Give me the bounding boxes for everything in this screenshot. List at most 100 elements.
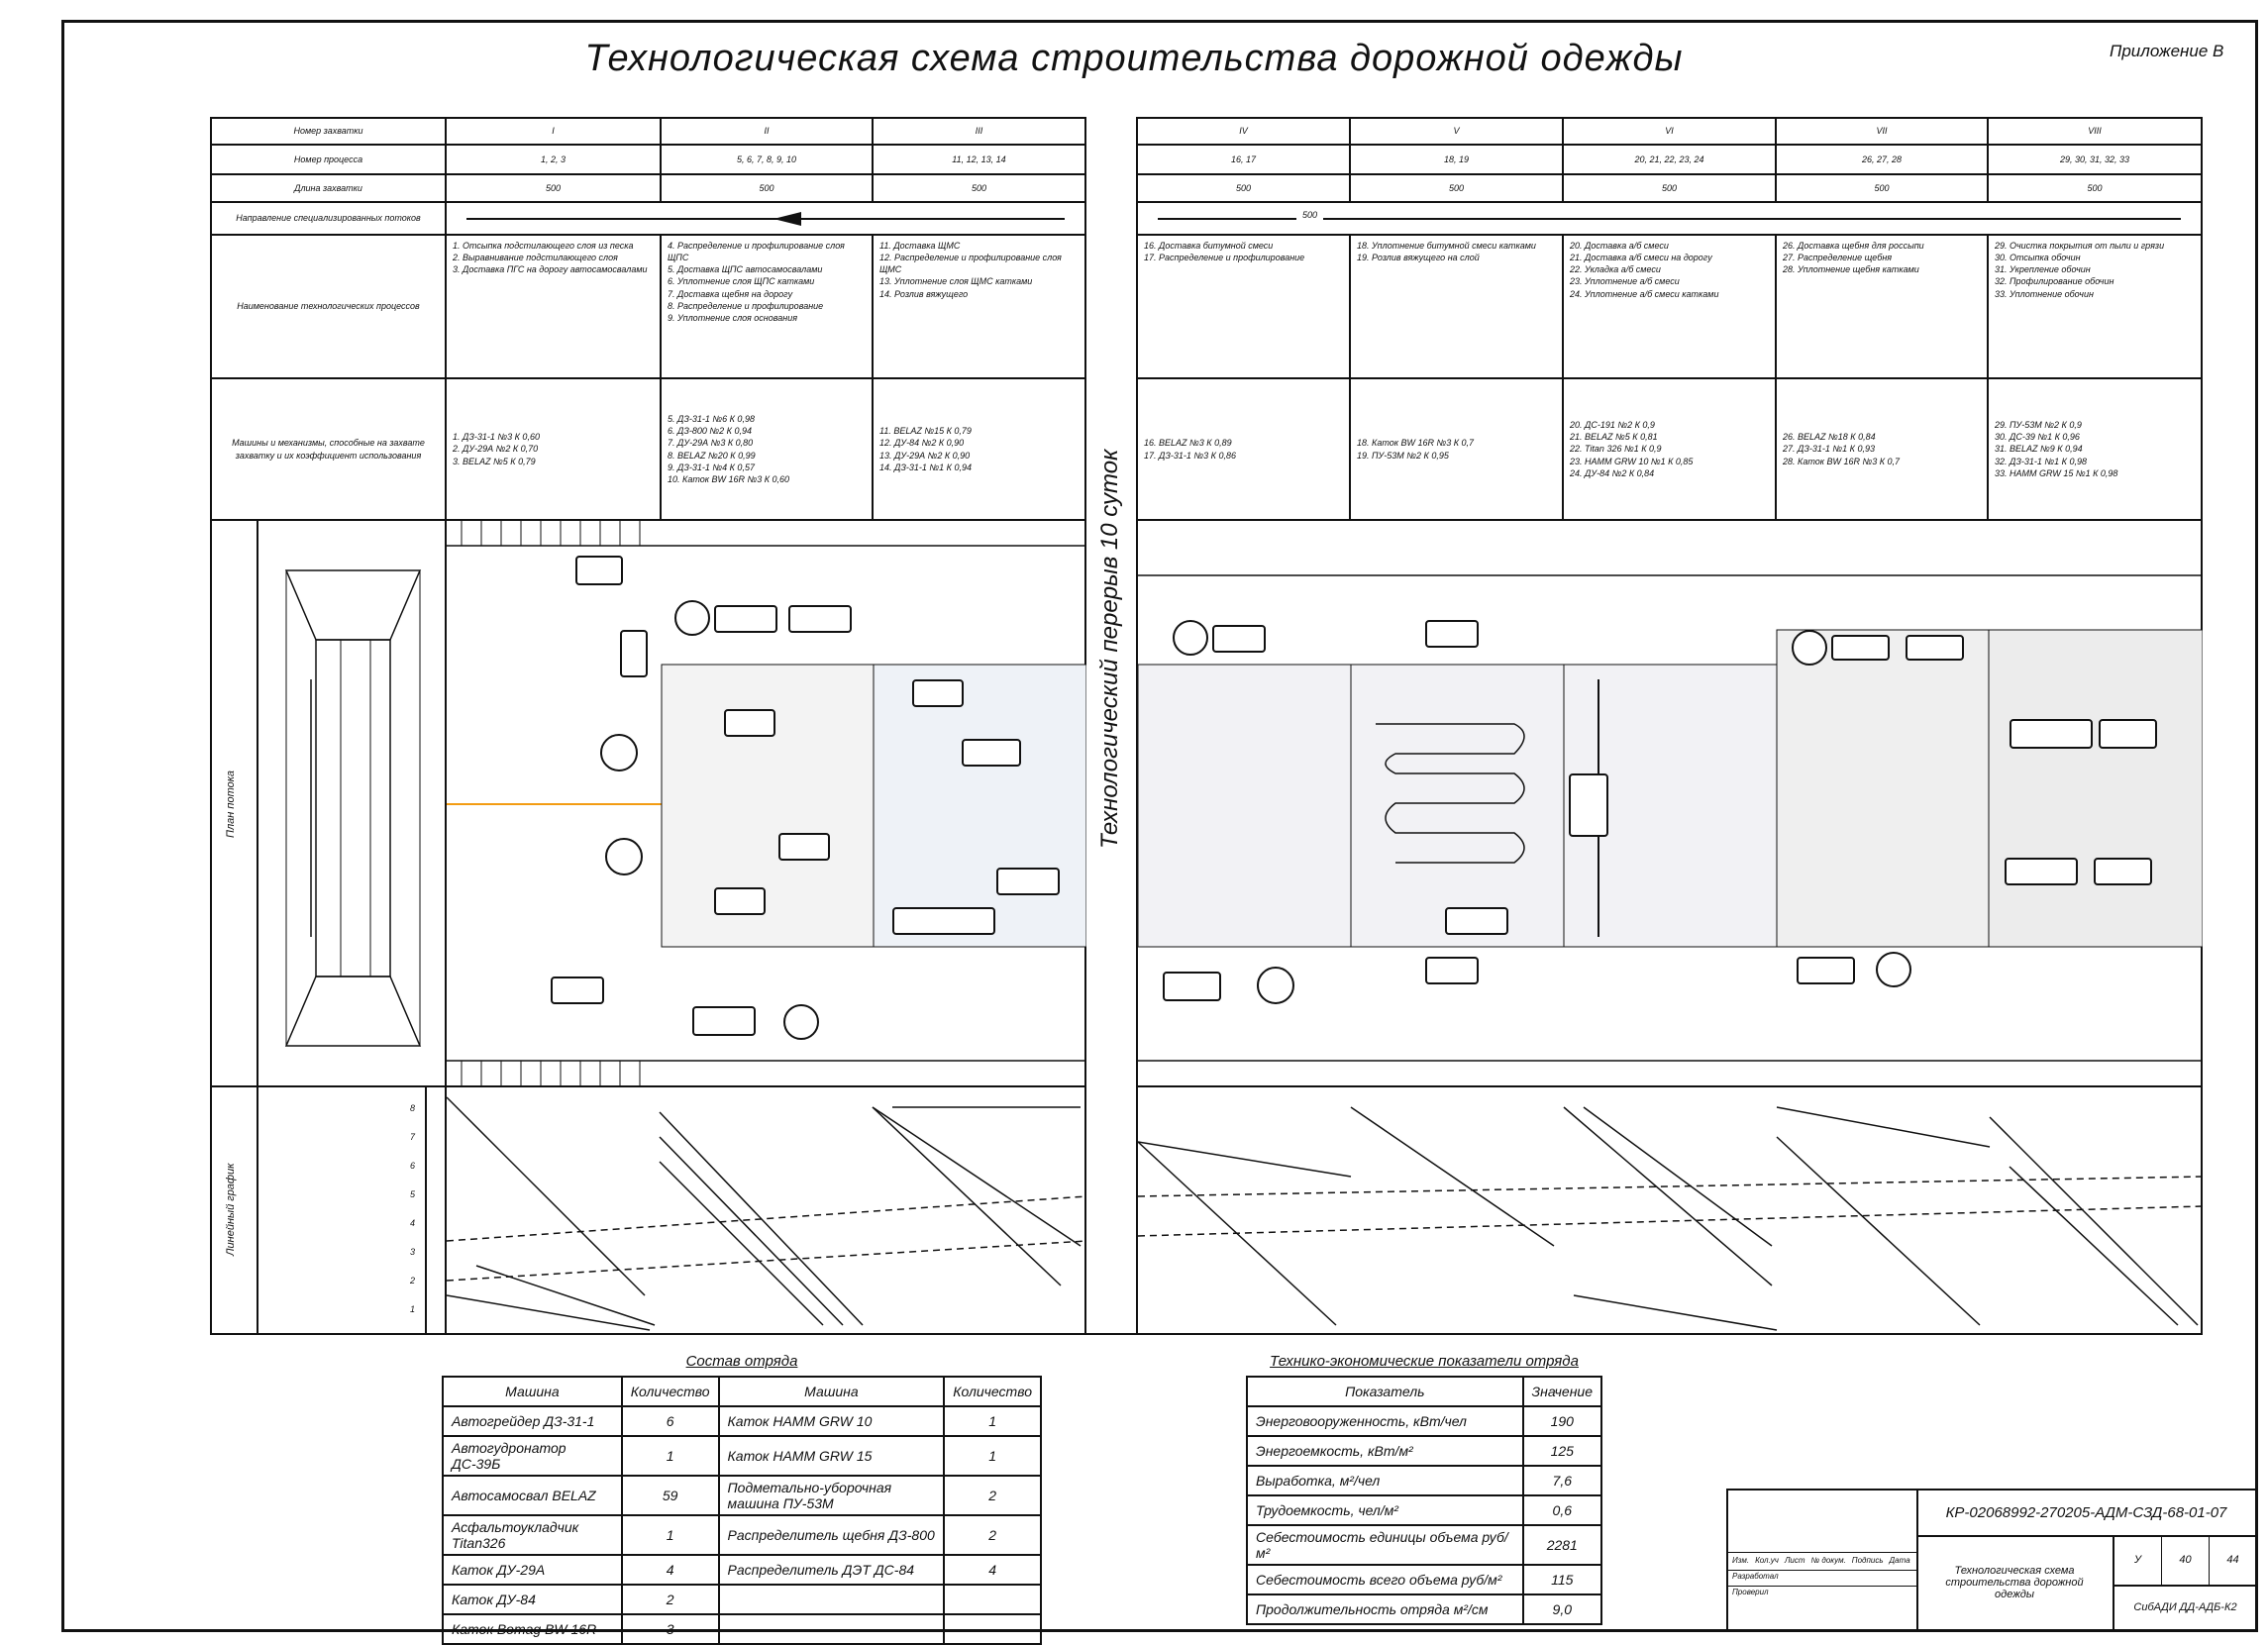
roller-icon xyxy=(1792,630,1827,666)
capture-number: V xyxy=(1349,117,1564,146)
truck-icon xyxy=(1797,957,1855,984)
roller-icon xyxy=(600,734,638,771)
truck-icon xyxy=(1163,972,1221,1001)
roller-icon xyxy=(1876,952,1911,987)
axis-tick: 6 xyxy=(410,1161,416,1171)
capture-number: VI xyxy=(1562,117,1777,146)
col-header: Количество xyxy=(943,1376,1042,1407)
time-axis xyxy=(425,1087,427,1333)
capture-length: 500 xyxy=(872,173,1086,203)
direction-arrow-icon xyxy=(773,212,801,226)
grader-icon xyxy=(575,556,623,585)
process-numbers: 11, 12, 13, 14 xyxy=(872,144,1086,175)
asphalt-paver-icon xyxy=(1569,773,1608,837)
grader-icon xyxy=(714,887,766,915)
truck-icon xyxy=(1212,625,1266,653)
capture-number: I xyxy=(445,117,662,146)
stamp-sheet: 40 xyxy=(2162,1535,2210,1585)
graph-label-cell: Линейный график 8 7 6 5 4 3 2 1 xyxy=(210,1085,447,1335)
col-header: Значение xyxy=(1521,1376,1603,1407)
truck-icon xyxy=(620,630,648,677)
roller-icon xyxy=(783,1004,819,1040)
truck-icon xyxy=(2005,858,2078,885)
tep-caption: Технико-экономические показатели отряда xyxy=(1270,1353,1579,1370)
direction-line xyxy=(1158,218,2181,220)
capture-length: 500 xyxy=(1775,173,1989,203)
roller-icon xyxy=(1173,620,1208,656)
axis-tick: 5 xyxy=(410,1189,416,1199)
spreader-icon xyxy=(1906,635,1964,661)
stamp-role-dev: Разработал xyxy=(1732,1572,1779,1581)
capture-number: VIII xyxy=(1987,117,2203,146)
axis-tick: 1 xyxy=(410,1304,416,1314)
col-header: Машина xyxy=(717,1376,946,1407)
graph-right-drawing xyxy=(1138,1106,2203,1331)
stamp-role-check: Проверил xyxy=(1732,1588,1769,1596)
plan-label-cell: План потока xyxy=(210,519,447,1087)
truck-icon xyxy=(996,868,1060,895)
row-label-tech: Наименование технологических процессов xyxy=(210,234,447,379)
stamp-sheet-info: У 40 44 xyxy=(2114,1535,2256,1587)
row-label-direction: Направление специализированных потоков xyxy=(210,201,447,236)
capture-length: 500 xyxy=(445,173,662,203)
drawing-frame xyxy=(61,20,2258,1632)
process-numbers: 26, 27, 28 xyxy=(1775,144,1989,175)
road-cross-section xyxy=(284,569,422,1047)
section-label-plan: План потока xyxy=(225,770,237,838)
section-label-graph: Линейный график xyxy=(225,1163,237,1256)
graph-right xyxy=(1136,1085,2203,1335)
break-label: Технологический перерыв 10 суток xyxy=(1096,449,1123,849)
capture-length: 500 xyxy=(1136,173,1351,203)
capture-number: II xyxy=(660,117,874,146)
divider xyxy=(1728,1586,1916,1587)
stamp-lit: У xyxy=(2114,1535,2162,1585)
stamp-code: КР-02068992-270205-АДМ-СЗД-68-01-07 xyxy=(1916,1491,2256,1537)
squad-table: Машина Количество Машина Количество Авто… xyxy=(442,1376,1042,1645)
drawing-title: Технологическая схема строительства доро… xyxy=(584,38,1684,79)
capture-length: 500 xyxy=(1349,173,1564,203)
spreader-icon xyxy=(2099,719,2157,749)
grader-icon xyxy=(724,709,775,737)
truck-icon xyxy=(2094,858,2152,885)
capture-number: VII xyxy=(1775,117,1989,146)
row-label-machines: Машины и механизмы, способные на захвате… xyxy=(210,377,447,521)
stamp-org: СибАДИ ДД-АДБ-К2 xyxy=(2133,1601,2237,1613)
capture-number: IV xyxy=(1136,117,1351,146)
col-header: Количество xyxy=(620,1376,720,1407)
tech-list-II: 4. Распределение и профилирование слоя Щ… xyxy=(660,234,874,379)
axis-tick: 2 xyxy=(410,1276,416,1285)
roller-icon xyxy=(674,600,710,636)
truck-icon xyxy=(551,977,604,1004)
process-numbers: 20, 21, 22, 23, 24 xyxy=(1562,144,1777,175)
col-header: Машина xyxy=(442,1376,623,1407)
process-numbers: 1, 2, 3 xyxy=(445,144,662,175)
graph-left xyxy=(445,1085,1086,1335)
process-numbers: 5, 6, 7, 8, 9, 10 xyxy=(660,144,874,175)
direction-label: 500 xyxy=(1296,209,1324,222)
axis-tick: 7 xyxy=(410,1132,416,1142)
divider xyxy=(257,1087,258,1333)
divider xyxy=(1728,1552,1916,1553)
spreader-icon xyxy=(714,605,777,633)
